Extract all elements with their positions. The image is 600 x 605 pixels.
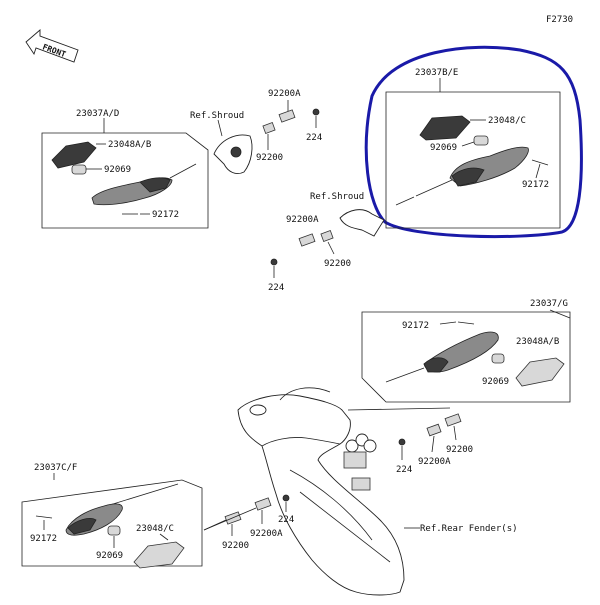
figure-code: F2730 (546, 15, 573, 25)
label-92172-left: 92172 (152, 210, 179, 220)
washer-92200-top (262, 122, 276, 134)
washer-92200a-rear-bottom (254, 497, 272, 511)
fender-bracket (351, 477, 371, 491)
leader-line (431, 435, 435, 453)
bulb-92069 (473, 135, 489, 146)
rear-fender-top (279, 387, 331, 401)
label-224-mid: 224 (268, 283, 284, 293)
washer-92200-rear-right (444, 413, 462, 427)
label-92069-bottom: 92069 (96, 551, 123, 561)
label-92200-rear-right: 92200 (446, 445, 473, 455)
turn-signal-stem-left (169, 163, 197, 179)
label-92200a-mid: 92200A (286, 215, 319, 225)
label-92069-left: 92069 (104, 165, 131, 175)
turn-signal-wire-mid (385, 367, 425, 383)
turn-signal-body-shade-bottom (67, 518, 97, 535)
label-ref-rear-fender: Ref.Rear Fender(s) (420, 524, 518, 534)
label-92172-mid: 92172 (402, 321, 429, 331)
label-92200a-rear-bottom: 92200A (250, 529, 283, 539)
washer-92200a-rear-right (426, 423, 442, 437)
leader-line (439, 321, 457, 325)
washer-92200a-top (278, 109, 296, 123)
label-92200a-rear-right: 92200A (418, 457, 451, 467)
lens-23048ab (51, 141, 97, 169)
label-23048ab: 23048A/B (108, 140, 151, 150)
leader-line (535, 163, 541, 179)
label-ref-shroud-2: Ref.Shroud (310, 192, 364, 202)
label-23037ad: 23037A/D (76, 109, 119, 119)
label-92069: 92069 (430, 143, 457, 153)
nut-224-mid (270, 258, 278, 266)
leader-line (549, 309, 571, 319)
label-224-rear-bottom: 224 (278, 515, 294, 525)
lens-23048ab-mid (515, 357, 565, 387)
leader-line (453, 425, 457, 441)
bulb-92069 (71, 164, 87, 175)
label-92172: 92172 (522, 180, 549, 190)
label-23037g: 23037/G (530, 299, 568, 309)
nut-224-rear-right (398, 438, 406, 446)
washer-92200a-mid (298, 233, 316, 247)
label-ref-shroud-1: Ref.Shroud (190, 111, 244, 121)
fender-lamp-socket-3 (363, 439, 377, 453)
fender-ridge-2 (289, 469, 373, 541)
highlight-outline (364, 45, 583, 239)
screw-92172-mid (457, 321, 475, 325)
bulb-92069-bottom (107, 525, 121, 536)
turn-signal-body-shade-left (139, 177, 171, 193)
leader-line (347, 407, 451, 411)
fender-license-mount (343, 451, 367, 469)
label-92200-mid: 92200 (324, 259, 351, 269)
fender-ridge (299, 491, 391, 563)
turn-signal-body-shade (451, 167, 485, 187)
nut-224-top (312, 108, 320, 116)
label-23048c-bottom: 23048/C (136, 524, 174, 534)
leader-line (461, 141, 475, 147)
screw-92172 (531, 159, 549, 166)
bulb-92069-mid (491, 353, 505, 364)
washer-92200-mid (320, 230, 334, 242)
label-92069-mid: 92069 (482, 377, 509, 387)
label-92200-top: 92200 (256, 153, 283, 163)
leader-line (217, 119, 223, 137)
label-92200-rear-bottom: 92200 (222, 541, 249, 551)
rear-fender (237, 394, 405, 596)
leader-line (203, 507, 257, 531)
rear-fender-edge (261, 437, 341, 447)
bracket-hole (230, 146, 242, 158)
fender-hole-left (249, 404, 267, 416)
label-92200a-top: 92200A (268, 89, 301, 99)
assembly-box-23037be (385, 91, 561, 229)
shroud-bracket-mid (339, 209, 385, 237)
leader-line (159, 533, 169, 541)
front-arrow-icon: FRONT (25, 29, 79, 63)
assembly-box-23037ad (41, 132, 209, 229)
nut-224-rear-bottom (282, 494, 290, 502)
label-224-top: 224 (306, 133, 322, 143)
assembly-box-23037g (361, 311, 571, 403)
leader-line (327, 241, 335, 255)
label-23048ab-mid: 23048A/B (516, 337, 559, 347)
lens-23048c (419, 115, 471, 141)
lens-23048c-bottom (133, 541, 185, 569)
label-224-rear-right: 224 (396, 465, 412, 475)
assembly-box-23037cf (21, 479, 203, 567)
turn-signal-stem (415, 179, 453, 197)
screw-92172-bottom (35, 515, 53, 519)
turn-signal-body-shade-mid (423, 357, 449, 373)
label-23037cf: 23037C/F (34, 463, 77, 473)
label-23037be: 23037B/E (415, 68, 458, 78)
turn-signal-wire (395, 196, 415, 206)
label-92172-bottom: 92172 (30, 534, 57, 544)
label-23048c: 23048/C (488, 116, 526, 126)
